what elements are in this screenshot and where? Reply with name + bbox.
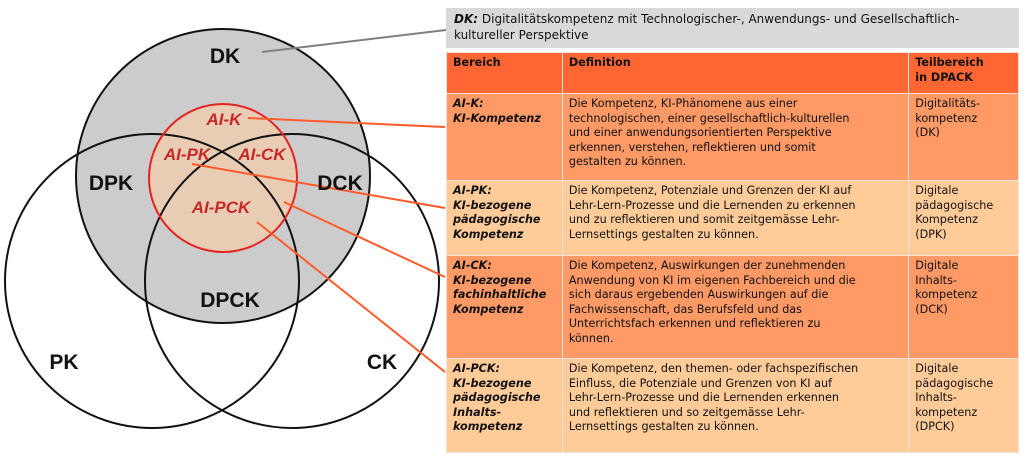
bereich-line: KI-bezogene	[453, 273, 532, 287]
bereich-line: AI-PCK:	[453, 362, 501, 375]
definition-line: Die Kompetenz, den themen- oder fachspez…	[568, 362, 859, 375]
pk-circle	[4, 133, 300, 429]
dk-definition-line-2: kultureller Perspektive	[454, 28, 589, 42]
definition-line: und reflektieren und so zeitgemässe Lehr…	[568, 405, 805, 419]
teilbereich-line: kompetenz	[915, 288, 978, 302]
bereich-line: KI-Kompetenz	[453, 111, 541, 125]
bereich-line: AI-CK:	[453, 259, 492, 272]
definition-line: Die Kompetenz, Auswirkungen der zunehmen…	[568, 259, 846, 272]
definition-line: Die Kompetenz, Potenziale und Grenzen de…	[568, 184, 852, 197]
header-teilbereich-line-1: Teilbereich	[915, 56, 984, 69]
cell-bereich: AI-K: KI-Kompetenz	[446, 93, 563, 181]
teilbereich-line: pädagogische	[915, 376, 994, 390]
cell-bereich: AI-CK: KI-bezogene fachinhaltliche Kompe…	[446, 255, 563, 359]
teilbereich-line: Digitalitäts-	[915, 97, 981, 110]
label-ai-k: AI-K	[206, 110, 244, 129]
teilbereich-line: (DPK)	[915, 227, 947, 241]
definition-line: Lehr-Lern-Prozesse und die Lernenden zu …	[568, 198, 856, 212]
header-definition: Definition	[561, 52, 910, 94]
table-row-ai-k: AI-K: KI-Kompetenz Die Kompetenz, KI-Phä…	[446, 93, 1019, 181]
ck-circle	[144, 133, 440, 429]
ai-competence-table: Bereich Definition Teilbereich in DPACK …	[446, 52, 1019, 453]
label-dck: DCK	[317, 172, 363, 195]
ai-circle-fill	[149, 104, 297, 252]
teilbereich-line: kompetenz	[915, 405, 978, 419]
definition-line: Lernsettings gestalten zu können.	[568, 420, 759, 434]
dk-term: DK:	[454, 12, 479, 26]
definition-line: Fachwissenschaft, das Berufsfeld und das	[568, 302, 802, 316]
cell-bereich: AI-PK: KI-bezogene pädagogische Kompeten…	[446, 180, 563, 256]
dk-circle-outline	[75, 28, 371, 324]
definition-line: und einer anwendungsorientierten Perspek…	[568, 126, 832, 140]
teilbereich-line: Inhalts-	[915, 391, 957, 405]
definition-line: gestalten zu können.	[568, 155, 687, 169]
dk-definition-line-1: DK: Digitalitätskompetenz mit Technologi…	[454, 11, 1011, 27]
teilbereich-line: (DCK)	[915, 302, 948, 316]
bereich-line: pädagogische	[453, 391, 541, 405]
cell-definition: Die Kompetenz, den themen- oder fachspez…	[561, 358, 910, 453]
label-ai-ck: AI-CK	[237, 145, 287, 164]
definition-line: Anwendung von KI im eigenen Fachbereich …	[568, 273, 856, 287]
bereich-line: Kompetenz	[453, 227, 524, 241]
teilbereich-line: Digitale	[915, 362, 959, 375]
label-dpk: DPK	[89, 172, 133, 195]
cell-teilbereich: Digitalitäts- kompetenz (DK)	[908, 93, 1019, 181]
header-bereich: Bereich	[446, 52, 563, 94]
table-row-ai-pck: AI-PCK: KI-bezogene pädagogische Inhalts…	[446, 358, 1019, 453]
definition-line: Lernsettings gestalten zu können.	[568, 227, 759, 241]
dk-leader-line	[261, 29, 447, 53]
definition-line: sich daraus ergebenden Auswirkungen auf …	[568, 288, 829, 302]
cell-definition: Die Kompetenz, Potenziale und Grenzen de…	[561, 180, 910, 256]
cell-bereich: AI-PCK: KI-bezogene pädagogische Inhalts…	[446, 358, 563, 453]
table-row-ai-pk: AI-PK: KI-bezogene pädagogische Kompeten…	[446, 180, 1019, 256]
bereich-line: Inhalts-	[453, 405, 502, 419]
ai-pck-leader-line	[256, 221, 446, 373]
label-dk: DK	[210, 45, 240, 68]
teilbereich-line: pädagogische	[915, 198, 994, 212]
definition-line: Unterrichtsfach erkennen und reflektiere…	[568, 317, 821, 331]
label-ai-pk: AI-PK	[163, 145, 212, 164]
teilbereich-line: Kompetenz	[915, 213, 978, 227]
ai-circle	[148, 103, 298, 253]
dk-definition-box: DK: Digitalitätskompetenz mit Technologi…	[446, 8, 1019, 48]
cell-teilbereich: Digitale Inhalts- kompetenz (DCK)	[908, 255, 1019, 359]
cell-definition: Die Kompetenz, Auswirkungen der zunehmen…	[561, 255, 910, 359]
label-ai-pck: AI-PCK	[191, 198, 252, 217]
definition-line: können.	[568, 331, 614, 345]
dk-definition-text-1: Digitalitätskompetenz mit Technologische…	[478, 12, 960, 26]
bereich-line: KI-bezogene	[453, 198, 532, 212]
bereich-line: Kompetenz	[453, 302, 524, 316]
teilbereich-line: Digitale	[915, 184, 959, 197]
teilbereich-line: kompetenz	[915, 111, 978, 125]
label-dpck: DPCK	[200, 289, 260, 312]
header-teilbereich: Teilbereich in DPACK	[908, 52, 1019, 94]
ai-k-leader-line	[247, 117, 446, 128]
ai-ck-leader-line	[283, 201, 446, 278]
cell-definition: Die Kompetenz, KI-Phänomene aus einer te…	[561, 93, 910, 181]
label-pk: PK	[49, 351, 78, 374]
label-ck: CK	[367, 351, 397, 374]
teilbereich-line: Inhalts-	[915, 273, 957, 287]
table-row-ai-ck: AI-CK: KI-bezogene fachinhaltliche Kompe…	[446, 255, 1019, 359]
ai-pk-leader-line	[191, 163, 446, 209]
definition-line: erkennen, verstehen, reflektieren und so…	[568, 140, 816, 154]
bereich-line: kompetenz	[453, 420, 523, 434]
header-teilbereich-line-2: in DPACK	[915, 70, 973, 84]
table-header-row: Bereich Definition Teilbereich in DPACK	[446, 52, 1019, 94]
teilbereich-line: (DPCK)	[915, 420, 955, 434]
definition-line: Lehr-Lern-Prozesse und die Lernenden erk…	[568, 391, 839, 405]
definition-line: und zu reflektieren und somit zeitgemäss…	[568, 213, 840, 227]
bereich-line: KI-bezogene	[453, 376, 532, 390]
bereich-line: AI-PK:	[453, 184, 492, 197]
definition-line: Einfluss, die Potenziale und Grenzen von…	[568, 376, 833, 390]
bereich-line: pädagogische	[453, 213, 541, 227]
definition-line: Die Kompetenz, KI-Phänomene aus einer	[568, 97, 798, 110]
teilbereich-line: Digitale	[915, 259, 959, 272]
cell-teilbereich: Digitale pädagogische Inhalts- kompetenz…	[908, 358, 1019, 453]
teilbereich-line: (DK)	[915, 126, 940, 140]
bereich-line: AI-K:	[453, 97, 484, 110]
definition-line: technologischen, einer gesellschaftlich-…	[568, 111, 850, 125]
bereich-line: fachinhaltliche	[453, 288, 547, 302]
cell-teilbereich: Digitale pädagogische Kompetenz (DPK)	[908, 180, 1019, 256]
